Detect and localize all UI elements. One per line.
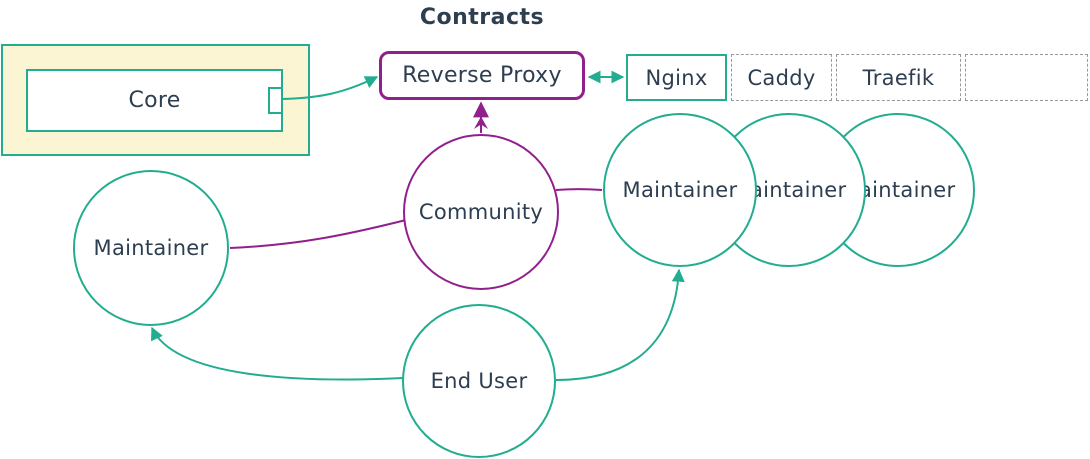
node-maintainer-right-1: Maintainer [603,113,757,267]
edge-end-user-maintainer-right [555,268,685,381]
maintainer-right-1-label: Maintainer [622,178,738,202]
node-empty-slot [965,54,1088,101]
node-community: Community [403,134,559,290]
edge-community-maintainer-left [229,219,407,249]
nginx-label: Nginx [645,65,708,90]
core-label: Core [128,88,181,113]
node-core: Core [26,69,283,132]
edge-end-user-maintainer-left [151,326,404,381]
caddy-label: Caddy [747,65,816,90]
arrowhead-community-secondary [474,116,488,129]
diagram-title: Contracts [419,5,545,30]
reverse-proxy-label: Reverse Proxy [402,63,562,88]
core-port [268,87,283,114]
traefik-label: Traefik [862,65,935,90]
node-maintainer-left: Maintainer [73,170,229,326]
edge-core-reverse-proxy [282,76,379,100]
node-reverse-proxy: Reverse Proxy [379,51,585,100]
maintainer-left-label: Maintainer [93,236,209,260]
node-end-user: End User [402,304,556,458]
node-nginx: Nginx [626,54,727,101]
node-caddy: Caddy [731,54,832,101]
node-traefik: Traefik [836,54,961,101]
community-label: Community [418,200,544,224]
end-user-label: End User [430,369,528,393]
edge-community-maintainer-right [555,188,603,191]
